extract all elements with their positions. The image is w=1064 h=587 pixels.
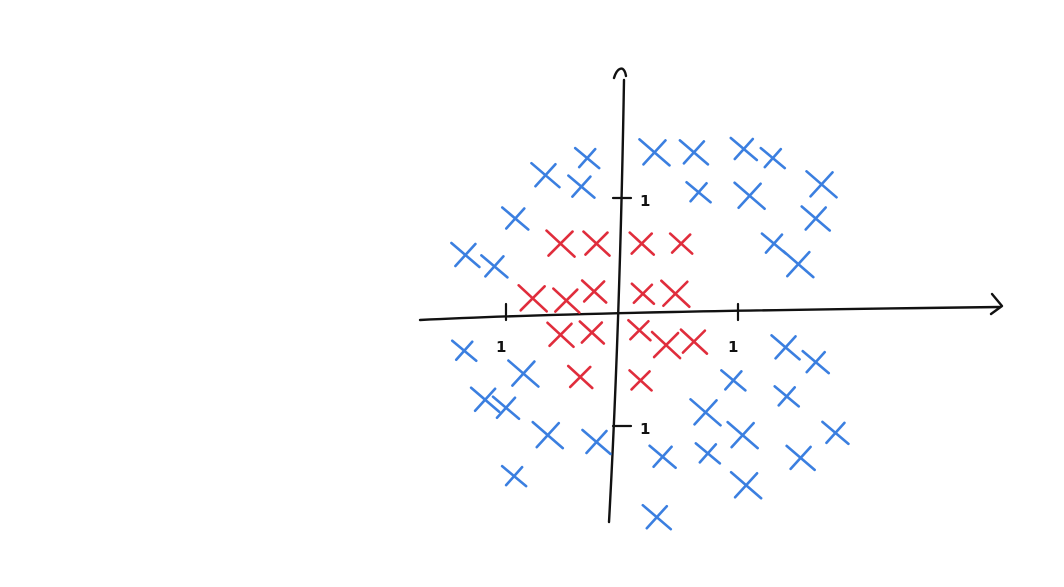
y-axis: [607, 78, 626, 524]
blue-x-mark: [469, 386, 501, 414]
blue-x-mark: [491, 395, 521, 421]
blue-x-mark: [573, 146, 601, 170]
red-x-mark: [679, 328, 709, 355]
blue-x-mark: [729, 136, 759, 162]
blue-x-mark: [450, 241, 481, 269]
red-x-mark: [582, 230, 611, 257]
blue-x-mark: [689, 398, 722, 427]
blue-x-mark: [531, 420, 565, 450]
red-x-mark: [552, 287, 581, 314]
red-x-mark: [628, 369, 653, 392]
blue-x-mark: [567, 174, 596, 199]
blue-x-mark: [638, 138, 671, 167]
blue-x-mark: [507, 359, 540, 388]
data-points: [450, 136, 850, 531]
red-x-mark: [660, 279, 691, 309]
red-x-mark: [566, 364, 594, 390]
blue-x-mark: [729, 470, 763, 500]
blue-x-mark: [733, 181, 766, 211]
blue-x-mark: [530, 161, 561, 189]
red-x-mark: [580, 279, 608, 304]
y-tick-label-1: 1: [640, 420, 650, 438]
red-x-mark: [650, 330, 682, 360]
blue-x-mark: [759, 146, 787, 170]
blue-x-mark: [800, 205, 832, 232]
blue-x-mark: [480, 254, 509, 279]
blue-x-mark: [694, 442, 722, 465]
x-axis-arrowhead: [989, 292, 1004, 316]
blue-x-mark: [685, 181, 712, 204]
y-tick-label-0: 1: [640, 192, 650, 210]
red-x-mark: [630, 282, 656, 306]
red-x-mark: [627, 318, 652, 342]
blue-x-mark: [773, 385, 801, 408]
x-tick-label-0: 1: [496, 338, 506, 356]
blue-x-mark: [641, 503, 673, 531]
blue-x-mark: [581, 428, 612, 456]
blue-x-mark: [782, 249, 815, 279]
blue-x-mark: [678, 139, 710, 166]
blue-x-mark: [801, 349, 831, 375]
axis-ticks: 1 1 1 1: [496, 192, 740, 438]
x-tick-label-1: 1: [728, 338, 738, 356]
blue-x-mark: [450, 339, 478, 363]
red-x-mark: [628, 231, 656, 256]
red-x-mark: [578, 320, 606, 345]
blue-x-mark: [770, 334, 801, 361]
blue-x-mark: [720, 369, 747, 392]
blue-x-mark: [805, 170, 838, 199]
y-axis-arrowhead: [612, 67, 628, 80]
blue-x-mark: [500, 464, 528, 488]
blue-x-mark: [648, 444, 677, 470]
red-x-mark: [546, 321, 575, 349]
red-x-mark: [545, 229, 576, 258]
blue-x-mark: [726, 420, 759, 450]
red-x-mark: [517, 284, 548, 313]
x-axis: [418, 305, 1002, 322]
blue-x-mark: [500, 206, 530, 231]
blue-x-mark: [821, 420, 850, 446]
red-x-mark: [668, 232, 694, 255]
blue-x-mark: [760, 232, 788, 255]
blue-x-mark: [785, 444, 816, 472]
